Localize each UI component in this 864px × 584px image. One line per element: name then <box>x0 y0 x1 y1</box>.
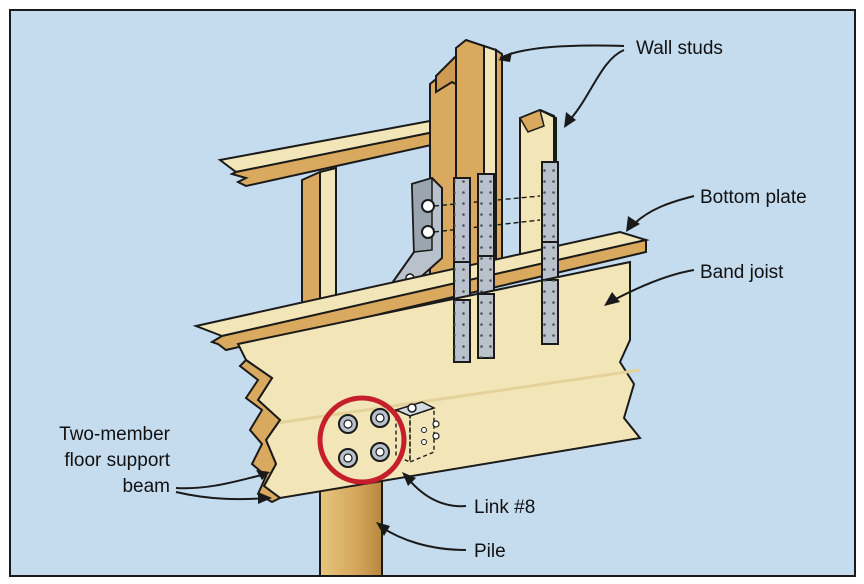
label-link: Link #8 <box>474 497 535 518</box>
label-bottom-plate: Bottom plate <box>700 187 807 208</box>
link-bracket <box>393 401 440 464</box>
label-pile: Pile <box>474 541 506 562</box>
arrow-heads <box>256 52 640 536</box>
label-wall-studs: Wall studs <box>636 38 723 59</box>
highlight-circle <box>317 395 407 485</box>
label-band-joist: Band joist <box>700 262 784 283</box>
label-floor-beam-line2: floor support <box>64 450 170 471</box>
beam-bolts <box>338 408 390 468</box>
label-floor-beam-line1: Two-member <box>59 424 171 445</box>
label-floor-beam-line3: beam <box>122 476 170 497</box>
band-joist <box>236 260 642 504</box>
